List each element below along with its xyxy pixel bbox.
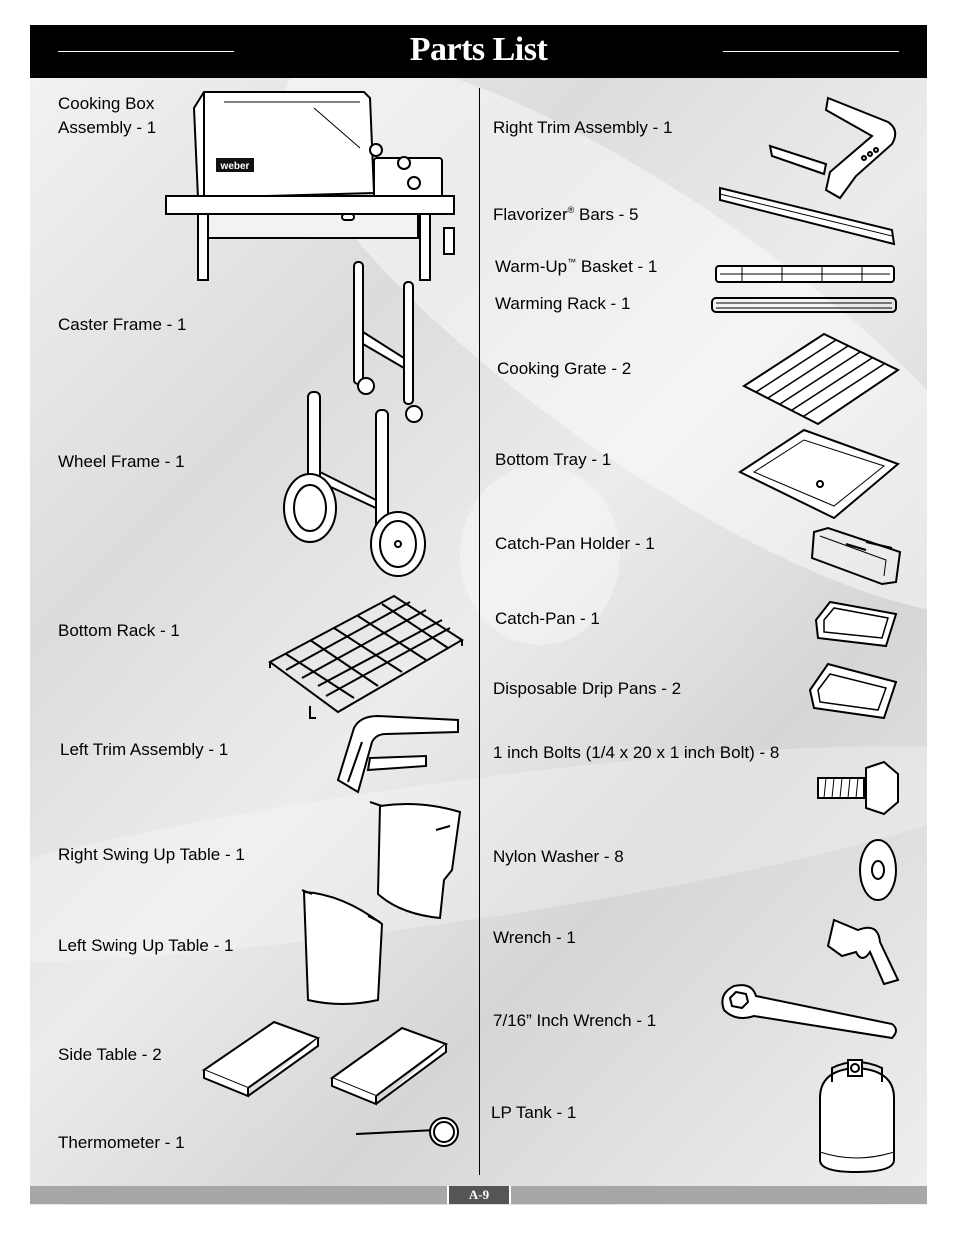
part-label-warm-up-basket: Warm-Up™ Basket - 1 <box>495 257 658 276</box>
part-label-catch-pan: Catch-Pan - 1 <box>495 609 600 628</box>
part-label-right-swing-table: Right Swing Up Table - 1 <box>58 845 245 864</box>
wheel-frame-icon <box>282 388 432 578</box>
right-trim-icon <box>768 94 900 200</box>
left-trim-icon <box>334 712 464 796</box>
part-label-right-trim: Right Trim Assembly - 1 <box>493 118 673 137</box>
header-rule-right <box>723 51 899 52</box>
header-rule-left <box>58 51 234 52</box>
catch-pan-holder-icon <box>806 526 902 586</box>
part-label-side-table: Side Table - 2 <box>58 1045 162 1064</box>
cooking-box-icon: weber <box>164 88 464 284</box>
part-label-lp-tank: LP Tank - 1 <box>491 1103 577 1122</box>
caster-frame-icon <box>346 258 432 430</box>
page-title: Parts List <box>409 31 548 68</box>
side-table-icon <box>202 1018 452 1110</box>
column-divider <box>479 88 480 1175</box>
page-header: Parts List <box>30 25 927 78</box>
weber-logo-text: weber <box>220 161 250 172</box>
lp-tank-icon <box>814 1048 900 1176</box>
catch-pan-icon <box>812 598 900 650</box>
part-label-left-trim: Left Trim Assembly - 1 <box>60 740 229 759</box>
warming-rack-icon <box>708 294 900 318</box>
part-label-bolts: 1 inch Bolts (1/4 x 20 x 1 inch Bolt) - … <box>493 743 780 762</box>
part-label-cooking-grate: Cooking Grate - 2 <box>497 359 632 378</box>
part-label-box-wrench: 7/16” Inch Wrench - 1 <box>493 1011 657 1030</box>
left-swing-table-icon <box>298 886 388 1012</box>
part-label-drip-pans: Disposable Drip Pans - 2 <box>493 679 682 698</box>
cooking-grate-icon <box>742 330 900 428</box>
part-label-caster-frame: Caster Frame - 1 <box>58 315 187 334</box>
part-label-nylon-washer: Nylon Washer - 8 <box>493 847 624 866</box>
warm-up-basket-icon <box>712 262 898 286</box>
thermometer-icon <box>352 1116 464 1156</box>
part-label-wrench: Wrench - 1 <box>493 928 576 947</box>
wrench-icon <box>822 916 902 986</box>
part-label-bottom-tray: Bottom Tray - 1 <box>495 450 612 469</box>
part-label-catch-pan-holder: Catch-Pan Holder - 1 <box>495 534 655 553</box>
part-label-warming-rack: Warming Rack - 1 <box>495 294 631 313</box>
part-label-flavorizer-bars: Flavorizer® Bars - 5 <box>493 205 639 224</box>
page-frame: Parts List <box>30 25 927 1205</box>
part-label-left-swing-table: Left Swing Up Table - 1 <box>58 936 234 955</box>
part-label-wheel-frame: Wheel Frame - 1 <box>58 452 185 471</box>
box-wrench-icon <box>716 980 902 1044</box>
part-label-thermometer: Thermometer - 1 <box>58 1133 185 1152</box>
bottom-tray-icon <box>738 428 900 520</box>
page-number: A-9 <box>447 1186 511 1204</box>
drip-pan-icon <box>806 660 900 722</box>
background-thermometer-dial <box>460 465 620 645</box>
flavorizer-bar-icon <box>716 184 900 250</box>
part-label-bottom-rack: Bottom Rack - 1 <box>58 621 180 640</box>
right-swing-table-icon <box>370 798 466 922</box>
bottom-rack-icon <box>266 588 466 722</box>
bolt-icon <box>814 760 902 818</box>
washer-icon <box>856 836 900 904</box>
